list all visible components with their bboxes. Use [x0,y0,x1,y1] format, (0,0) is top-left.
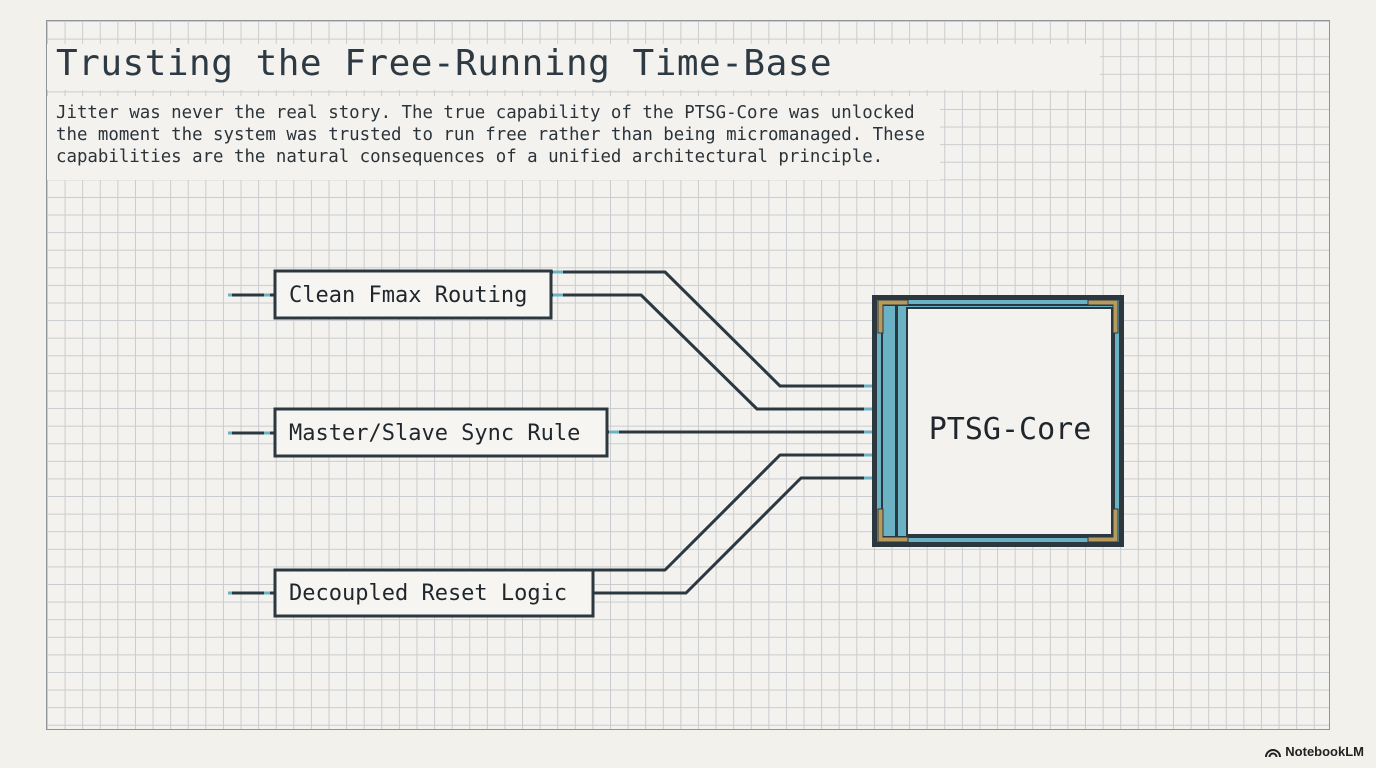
input-label-fmax-routing: Clean Fmax Routing [289,283,527,308]
wire-reset-lower [593,476,872,595]
brand-logo: NotebookLM [1265,744,1364,759]
wire-reset-upper [593,453,872,572]
notebooklm-icon [1265,748,1282,757]
title-band [47,44,1100,90]
brand-name: NotebookLM [1285,744,1364,759]
input-label-reset-logic: Decoupled Reset Logic [289,581,567,606]
input-node-sync-rule: Master/Slave Sync Rule [273,407,609,458]
corner-brackets [877,299,1119,543]
input-stubs [228,293,275,595]
description-text: Jitter was never the real story. The tru… [56,103,926,167]
input-node-fmax-routing: Clean Fmax Routing [273,269,553,320]
input-label-sync-rule: Master/Slave Sync Rule [289,421,580,446]
wire-fmax-upper [551,270,872,388]
core-block: PTSG-Core [872,295,1124,547]
page-title: Trusting the Free-Running Time-Base [56,43,833,84]
core-label: PTSG-Core [929,412,1092,447]
wire-fmax-lower [551,293,872,411]
wire-accents [553,270,872,480]
stub-accents [228,293,270,595]
description-band [47,96,940,180]
connection-wires [551,270,872,595]
input-node-reset-logic: Decoupled Reset Logic [273,568,595,618]
